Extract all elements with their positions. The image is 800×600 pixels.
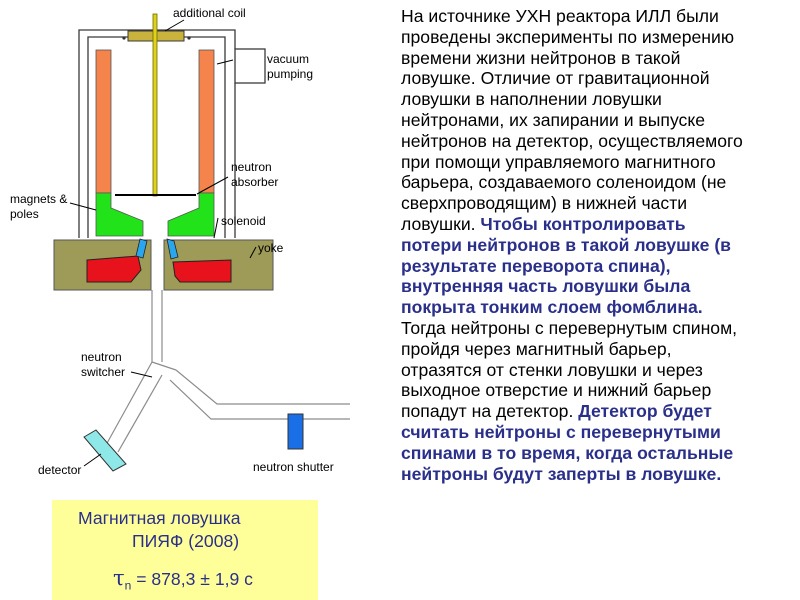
label-vacuum: vacuum	[267, 52, 309, 66]
coil-dot	[122, 36, 126, 40]
body-text: проведены эксперименты по измерению	[401, 26, 735, 47]
highlight-text: результате переворота спина),	[401, 255, 671, 276]
lifetime-value: = 878,3 ± 1,9 с	[131, 569, 253, 589]
insert-right	[166, 238, 179, 260]
text-line: результате переворота спина),	[401, 256, 793, 277]
text-line: барьера, создаваемого соленоидом (не	[401, 172, 793, 193]
coil-dot	[187, 36, 191, 40]
body-text: На источнике УХН реактора ИЛЛ были	[401, 6, 719, 26]
body-text: отразятся от стенки ловушки и через	[401, 359, 703, 380]
text-line: покрыта тонким слоем фомблина.	[401, 297, 793, 318]
detector	[83, 429, 127, 472]
body-text: при помощи управляемого магнитного	[401, 151, 716, 172]
text-line: потери нейтронов в такой ловушке (в	[401, 235, 793, 256]
body-text: сверхпроводящим) в нижней части	[401, 193, 688, 214]
label-detector: detector	[38, 463, 81, 477]
tau-symbol: τ	[113, 566, 125, 590]
text-line: ловушки. Чтобы контролировать	[401, 214, 793, 235]
magnet-right	[198, 49, 215, 194]
text-line: сверхпроводящим) в нижней части	[401, 193, 793, 214]
body-text: ловушке. Отличие от гравитационной	[401, 68, 710, 89]
text-line: спинами в то время, когда остальные	[401, 443, 793, 464]
text-line: нейтронов на детектор, осуществляемого	[401, 131, 793, 152]
label-magnets-2: poles	[10, 207, 39, 221]
label-magnets-1: magnets &	[10, 192, 67, 206]
box-subtitle: ПИЯФ (2008)	[132, 531, 240, 551]
neutron-guide	[105, 290, 350, 453]
body-text: барьера, создаваемого соленоидом (не	[401, 172, 727, 193]
magnet-left	[95, 49, 112, 194]
lifetime-formula: τn = 878,3 ± 1,9 с	[113, 566, 253, 593]
trap-schematic: additional coil vacuum pumping neutron a…	[10, 6, 350, 477]
text-line: ловушки в наполнении ловушки	[401, 89, 793, 110]
body-text: времени жизни нейтронов в такой	[401, 47, 681, 68]
body-text: ловушки.	[401, 213, 481, 234]
highlight-text: нейтроны будут заперты в ловушке.	[401, 463, 722, 484]
neutron-absorber-rod	[152, 13, 158, 197]
highlight-text: покрыта тонким слоем фомблина.	[401, 297, 703, 318]
text-line: На источнике УХН реактора ИЛЛ были	[401, 6, 793, 27]
result-box: Магнитная ловушка ПИЯФ (2008) τn = 878,3…	[52, 500, 318, 600]
text-line: отразятся от стенки ловушки и через	[401, 360, 793, 381]
vacuum-pumping-port	[234, 48, 266, 84]
label-neutron-absorber-1: neutron	[231, 160, 272, 174]
highlight-text: спинами в то время, когда остальные	[401, 442, 734, 463]
text-line: проведены эксперименты по измерению	[401, 27, 793, 48]
pole-left	[95, 192, 144, 237]
highlight-text: потери нейтронов в такой ловушке (в	[401, 234, 732, 255]
leader-lines	[69, 19, 257, 467]
body-text: ловушки в наполнении ловушки	[401, 89, 662, 110]
text-line: пройдя через магнитный барьер,	[401, 339, 793, 360]
label-neutron-absorber-2: absorber	[231, 175, 278, 189]
text-line: внутренняя часть ловушки была	[401, 276, 793, 297]
text-line: считать нейтроны с перевернутыми	[401, 422, 793, 443]
label-solenoid: solenoid	[221, 214, 266, 228]
highlight-text: Чтобы контролировать	[480, 213, 686, 234]
highlight-text: считать нейтроны с перевернутыми	[401, 421, 721, 442]
text-line: ловушке. Отличие от гравитационной	[401, 68, 793, 89]
solenoid-left	[86, 255, 142, 283]
body-text: пройдя через магнитный барьер,	[401, 338, 672, 359]
text-line: нейтронами, их запирании и выпуске	[401, 110, 793, 131]
body-text: выходное отверстие и нижний барьер	[401, 380, 712, 401]
text-line: попадут на детектор. Детектор будет	[401, 401, 793, 422]
body-text: нейтронов на детектор, осуществляемого	[401, 130, 743, 151]
label-neutron-shutter: neutron shutter	[253, 460, 334, 474]
label-neutron-switcher-1: neutron	[81, 350, 122, 364]
highlight-text: внутренняя часть ловушки была	[401, 276, 691, 297]
insert-left	[135, 238, 148, 259]
text-line: при помощи управляемого магнитного	[401, 152, 793, 173]
text-line: Тогда нейтроны с перевернутым спином,	[401, 318, 793, 339]
neutron-shutter	[287, 413, 304, 450]
body-text: попадут на детектор.	[401, 401, 579, 422]
label-pumping: pumping	[267, 67, 313, 81]
text-line: выходное отверстие и нижний барьер	[401, 380, 793, 401]
box-title: Магнитная ловушка	[78, 508, 241, 528]
body-text: Тогда нейтроны с перевернутым спином,	[401, 317, 738, 338]
text-line: времени жизни нейтронов в такой	[401, 48, 793, 69]
solenoid-right	[172, 259, 232, 283]
tau-subscript: n	[124, 578, 132, 593]
pole-right	[167, 192, 215, 237]
highlight-text: Детектор будет	[578, 401, 712, 422]
label-neutron-switcher-2: switcher	[81, 365, 125, 379]
label-yoke: yoke	[258, 241, 284, 255]
body-text: нейтронами, их запирании и выпуске	[401, 109, 706, 130]
text-line: нейтроны будут заперты в ловушке.	[401, 464, 793, 485]
label-additional-coil: additional coil	[173, 6, 246, 20]
